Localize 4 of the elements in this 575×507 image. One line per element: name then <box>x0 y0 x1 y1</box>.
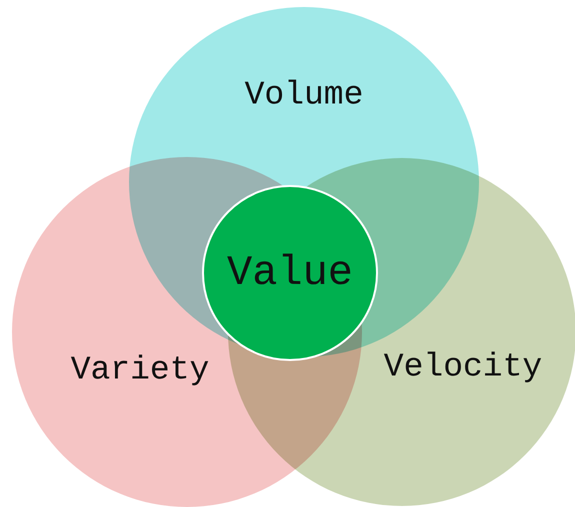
circle-label: Variety <box>70 352 210 388</box>
circle-label: Velocity <box>384 348 542 386</box>
circle-label: Value <box>226 249 354 297</box>
circle-label: Volume <box>244 76 364 114</box>
